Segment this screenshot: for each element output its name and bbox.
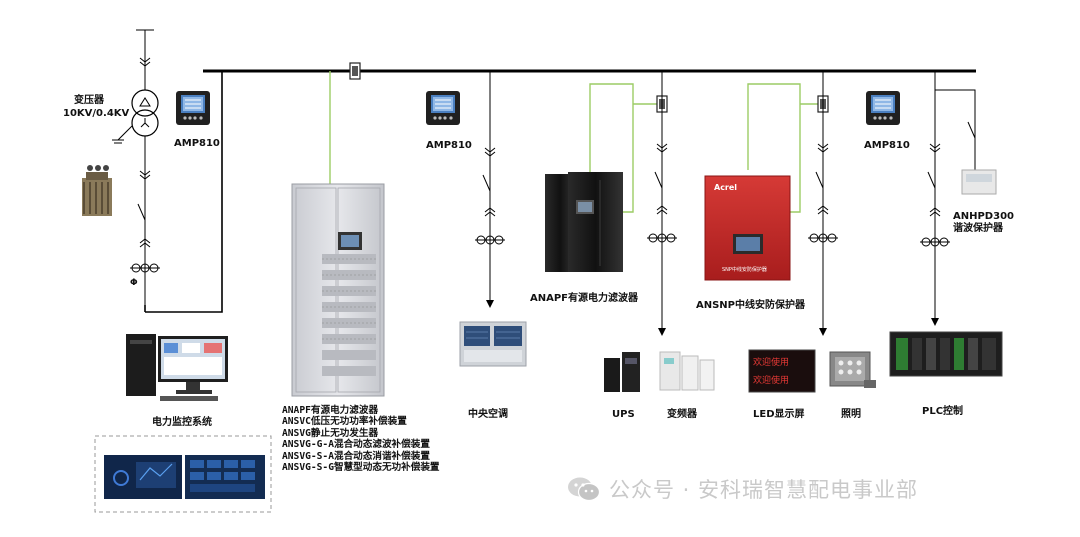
plc-image <box>889 331 1003 377</box>
feeder-led <box>807 71 839 336</box>
cabinet-device-item: ANSVG-S-G智慧型动态无功补偿装置 <box>282 462 440 474</box>
ansnp-caption: SNP中线安防保护器 <box>722 266 767 273</box>
vfd-image <box>659 351 715 391</box>
feeder-ups <box>646 71 678 336</box>
led-line-2: 欢迎使用 <box>753 374 789 386</box>
apf-unit-image <box>545 172 623 272</box>
ansnp-unit-image: Acrel SNP中线安防保护器 <box>704 175 791 281</box>
ups-image <box>604 352 640 392</box>
lighting-image <box>829 351 876 388</box>
cabinet-device-item: ANSVG-S-A混合动态消谐补偿装置 <box>282 450 430 462</box>
vfd-label: 变频器 <box>667 407 698 420</box>
feeder-plc <box>919 71 951 326</box>
meter-1-icon <box>175 90 211 126</box>
anhpd-model: ANHPD300 <box>953 211 1014 222</box>
meter-2-label: AMP810 <box>426 140 472 151</box>
transformer-rating: 10KV/0.4KV <box>63 108 130 119</box>
feeder-anhpd <box>935 89 997 195</box>
plc-label: PLC控制 <box>922 404 963 417</box>
led-line-1: 欢迎使用 <box>753 356 789 368</box>
ansnp-brand: Acrel <box>714 183 737 192</box>
watermark-text: 公众号 · 安科瑞智慧配电事业部 <box>609 478 919 502</box>
wechat-icon <box>568 477 601 502</box>
apf-label: ANAPF有源电力滤波器 <box>530 291 639 304</box>
ansnp-signal-line <box>747 83 801 213</box>
led-label: LED显示屏 <box>753 408 805 420</box>
cabinet-device-list: ANAPF有源电力滤波器 ANSVC低压无功功率补偿装置 ANSVG静止无功发生… <box>282 405 440 473</box>
cabinet-device-item: ANSVG静止无功发生器 <box>282 427 379 439</box>
cabinet-device-item: ANSVC低压无功功率补偿装置 <box>282 416 407 428</box>
hvac-label: 中央空调 <box>468 407 508 420</box>
svg-text:Φ: Φ <box>130 278 138 288</box>
monitoring-label: 电力监控系统 <box>152 415 212 428</box>
incoming-feeder: Φ <box>112 29 223 313</box>
monitoring-pc-image <box>126 334 228 401</box>
dashboard-screenshot-2 <box>185 455 265 499</box>
meter-2-icon <box>425 90 461 126</box>
apf-signal-line <box>589 83 634 213</box>
feeder-hvac <box>474 71 506 308</box>
meter-1-label: AMP810 <box>174 138 220 149</box>
dashboard-frame <box>94 435 272 513</box>
ansnp-label: ANSNP中线安防保护器 <box>696 298 806 311</box>
hvac-image <box>459 321 527 367</box>
meter-3-label: AMP810 <box>864 140 910 151</box>
lighting-label: 照明 <box>841 408 861 420</box>
transformer-image <box>82 165 112 216</box>
dashboard-screenshot-1 <box>104 455 182 499</box>
ups-label: UPS <box>612 409 635 420</box>
watermark: 公众号 · 安科瑞智慧配电事业部 <box>567 474 918 504</box>
cabinet-device-item: ANSVG-G-A混合动态滤波补偿装置 <box>282 439 430 451</box>
anhpd-name: 谐波保护器 <box>953 221 1004 234</box>
led-screen-image: 欢迎使用 欢迎使用 <box>748 349 816 393</box>
compensation-cabinet <box>291 183 385 397</box>
meter-3-icon <box>865 90 901 126</box>
cabinet-device-item: ANAPF有源电力滤波器 <box>282 405 379 416</box>
bus-ct-1 <box>349 62 361 80</box>
transformer-label: 变压器 <box>74 93 105 106</box>
